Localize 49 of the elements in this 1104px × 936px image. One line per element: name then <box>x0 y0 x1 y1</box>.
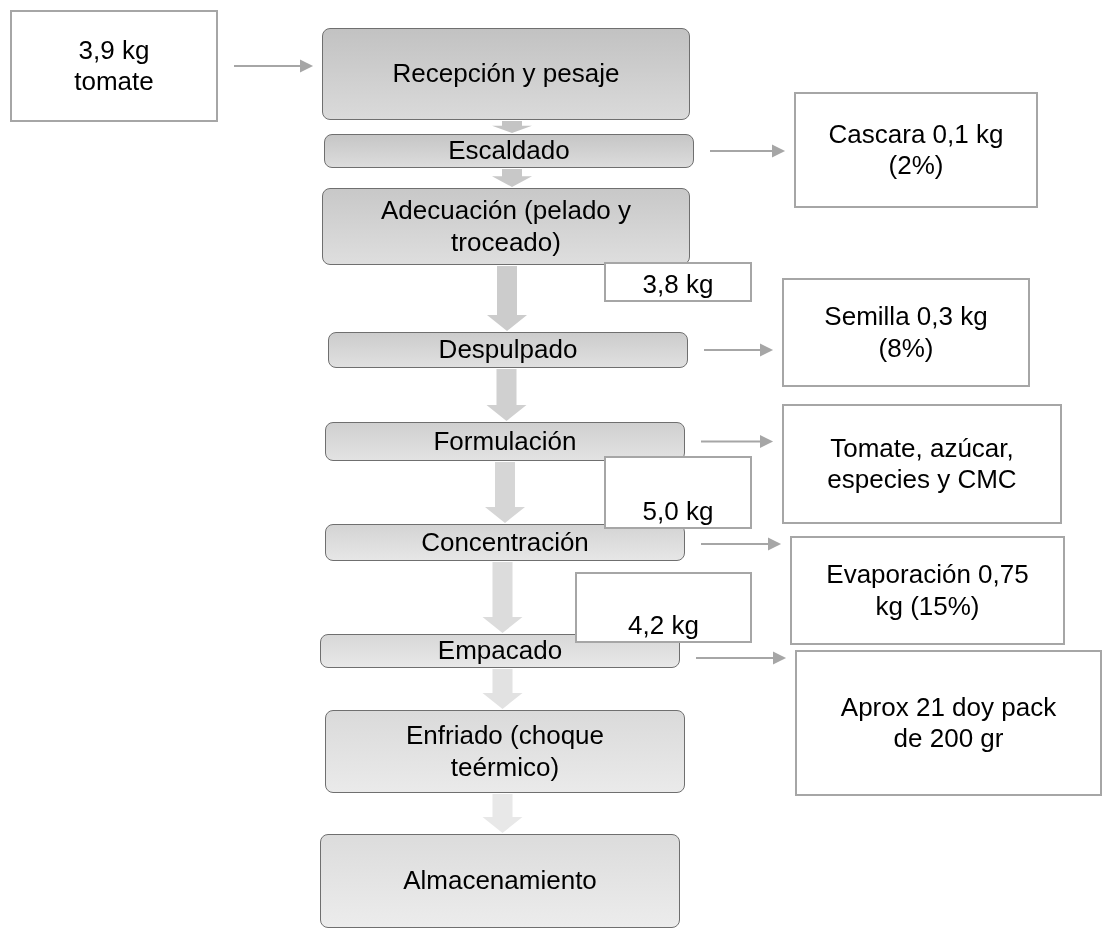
process-box <box>325 524 685 561</box>
process-box <box>320 834 680 928</box>
block-arrow <box>486 369 527 421</box>
block-arrow <box>492 121 532 133</box>
block-arrow <box>485 462 525 523</box>
mass-box <box>575 572 752 643</box>
block-arrow <box>482 669 523 709</box>
arrow <box>701 537 782 551</box>
process-box <box>322 188 690 265</box>
note-text: 4,2 kg <box>628 611 699 639</box>
arrow <box>234 59 314 73</box>
arrow <box>701 434 774 449</box>
block-arrow <box>482 562 523 633</box>
process-box <box>328 332 688 368</box>
step-label: Enfriado (choque teérmico) <box>405 720 605 783</box>
note-box <box>794 92 1038 208</box>
block-arrow <box>487 266 527 331</box>
note-text: Aprox 21 doy pack de 200 gr <box>839 691 1058 755</box>
arrow <box>704 343 774 357</box>
arrow <box>696 651 787 665</box>
note-text: 3,8 kg <box>642 270 714 298</box>
note-text: 5,0 kg <box>642 497 714 525</box>
process-box <box>325 710 685 793</box>
block-arrow <box>482 794 523 833</box>
note-box <box>782 404 1062 524</box>
process-box <box>322 28 690 120</box>
note-text: Cascara 0,1 kg (2%) <box>827 118 1005 182</box>
step-label: Escaldado <box>448 135 570 167</box>
step-label: Recepción y pesaje <box>392 58 620 90</box>
step-label: Despulpado <box>438 334 578 366</box>
block-arrow <box>492 169 532 187</box>
step-label: Empacado <box>437 635 563 667</box>
note-text: 3,9 kg tomate <box>73 34 155 98</box>
step-label: Adecuación (pelado y troceado) <box>379 195 633 258</box>
note-text: Semilla 0,3 kg (8%) <box>823 301 989 364</box>
note-box <box>10 10 218 122</box>
note-box <box>782 278 1030 387</box>
process-box <box>325 422 685 461</box>
note-text: Tomate, azúcar, especies y CMC <box>826 432 1018 496</box>
arrow <box>710 144 786 158</box>
step-label: Formulación <box>433 425 577 458</box>
process-box <box>324 134 694 168</box>
note-box <box>795 650 1102 796</box>
mass-box <box>604 456 752 529</box>
step-label: Concentración <box>421 526 589 559</box>
note-text: Evaporación 0,75 kg (15%) <box>825 559 1030 622</box>
mass-box <box>604 262 752 302</box>
step-label: Almacenamiento <box>403 865 597 897</box>
note-box <box>790 536 1065 645</box>
